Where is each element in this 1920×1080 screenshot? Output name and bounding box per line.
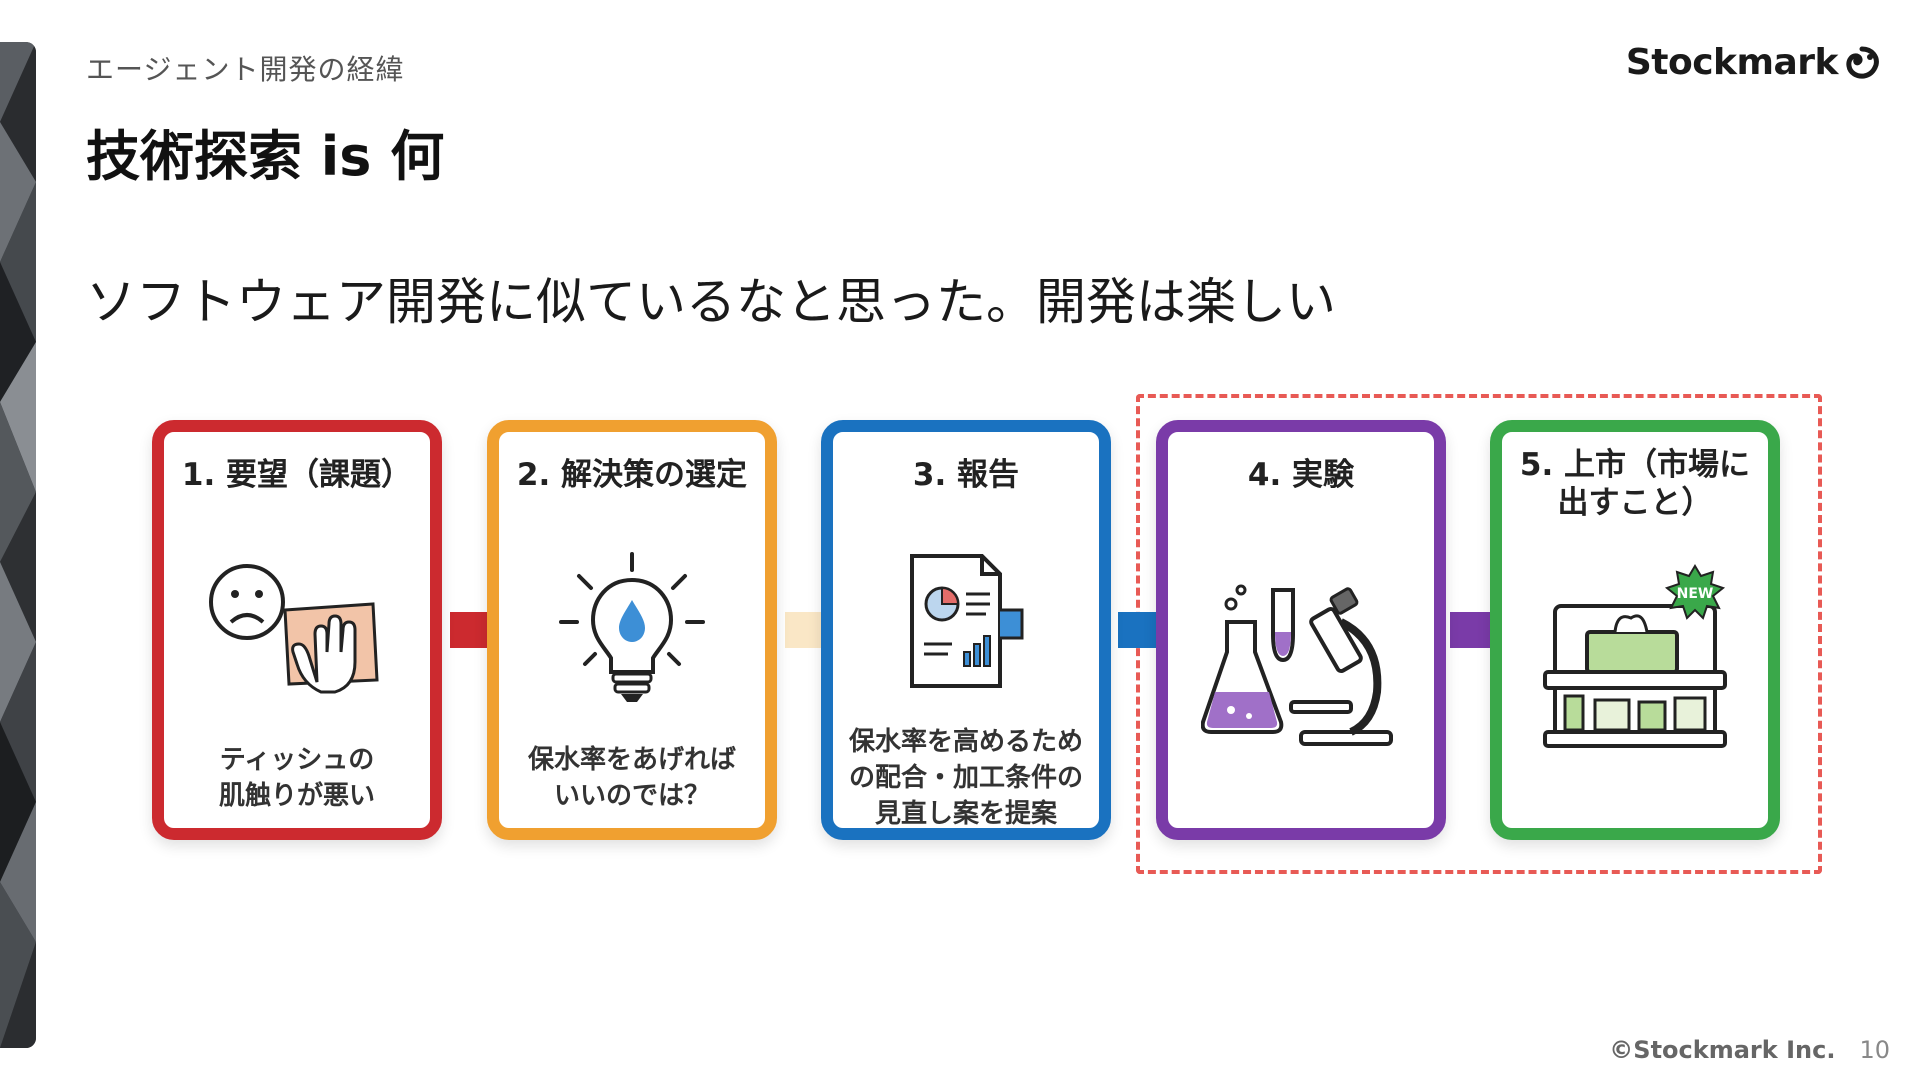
step-title: 4. 実験	[1247, 457, 1355, 493]
step-title: 5. 上市（市場に	[1519, 447, 1751, 483]
step-card-report: 3. 報告 保水率を高めるため の配合・加工条件の 見直し案を提案	[821, 420, 1111, 840]
step-desc-line: 保水率をあげれば	[527, 745, 736, 775]
report-document-icon	[833, 552, 1099, 692]
decorative-side-strip	[0, 42, 36, 1048]
step-card-solution-selection: 2. 解決策の選定 保水率をあげれば いいのでは？	[487, 420, 777, 840]
page-title: 技術探索 is 何	[86, 125, 445, 188]
step-desc-line: ティッシュの	[219, 745, 375, 775]
step-card-experiment: 4. 実験	[1156, 420, 1446, 840]
page-number: 10	[1859, 1036, 1890, 1064]
step-title: 1. 要望（課題）	[181, 457, 413, 493]
step-desc-line: の配合・加工条件の	[848, 763, 1083, 793]
step-desc-line: 保水率を高めるため	[848, 727, 1083, 757]
squirrel-logo-icon	[1846, 46, 1879, 79]
step-title: 3. 報告	[912, 457, 1020, 493]
new-badge-text: NEW	[1677, 586, 1714, 602]
flask-microscope-icon	[1168, 582, 1434, 752]
company-logo: Stockmark	[1626, 42, 1880, 83]
step-desc-line: いいのでは？	[553, 781, 710, 811]
step-desc-line: 見直し案を提案	[874, 799, 1057, 829]
step-card-request: 1. 要望（課題） ティッシュの 肌触りが悪い	[152, 420, 442, 840]
step-card-market-launch: 5. 上市（市場に 出すこと） NEW	[1490, 420, 1780, 840]
lightbulb-icon	[499, 550, 765, 710]
store-shelf-new-icon: NEW	[1502, 562, 1768, 762]
sad-face-tissue-icon	[164, 552, 430, 702]
section-label: エージェント開発の経緯	[86, 53, 405, 86]
step-desc-line: 肌触りが悪い	[218, 781, 375, 811]
logo-text: Stockmark	[1625, 42, 1839, 83]
step-title: 2. 解決策の選定	[516, 457, 748, 493]
step-title: 出すこと）	[1557, 485, 1713, 521]
copyright-text: ©Stockmark Inc.	[1609, 1036, 1836, 1064]
subtitle-statement: ソフトウェア開発に似ているなと思った。開発は楽しい	[86, 273, 1336, 331]
footer: ©Stockmark Inc. 10	[1609, 1036, 1890, 1064]
